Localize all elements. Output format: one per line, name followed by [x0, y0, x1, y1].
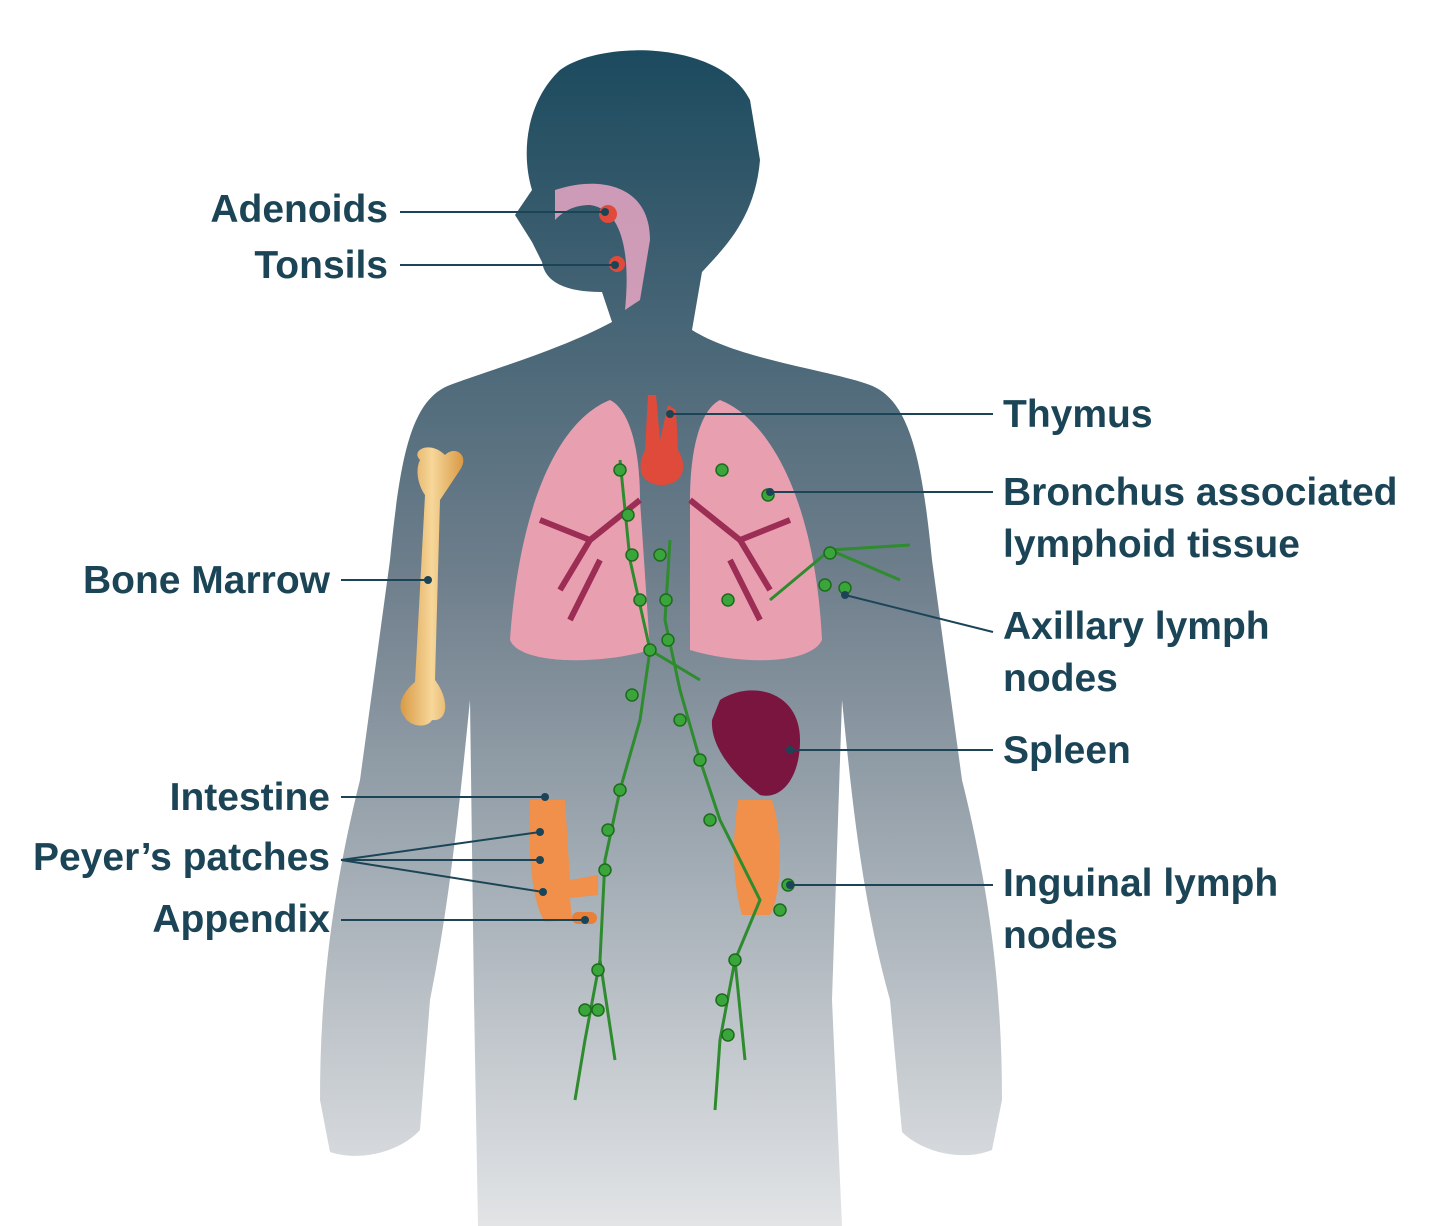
- body-silhouette: [320, 50, 1002, 1226]
- nasal-throat-passage: [555, 183, 650, 310]
- label-tonsils: Tonsils: [254, 244, 388, 287]
- label-appendix: Appendix: [152, 898, 330, 941]
- thymus-organ: [640, 395, 684, 485]
- label-axillary-line2: nodes: [1003, 657, 1118, 700]
- label-thymus: Thymus: [1003, 393, 1153, 436]
- leader-lines: [340, 208, 994, 924]
- label-peyers-patches: Peyer’s patches: [33, 836, 330, 879]
- label-axillary-line1: Axillary lymph: [1003, 605, 1270, 648]
- label-inguinal-line1: Inguinal lymph: [1003, 862, 1278, 905]
- label-intestine: Intestine: [170, 776, 330, 819]
- label-bone-marrow: Bone Marrow: [83, 559, 331, 602]
- bone-marrow-bone: [400, 447, 464, 726]
- label-bronchus-line1: Bronchus associated: [1003, 471, 1397, 514]
- left-lung: [510, 400, 650, 661]
- label-inguinal-line2: nodes: [1003, 914, 1118, 957]
- label-adenoids: Adenoids: [210, 188, 388, 231]
- spleen-organ: [711, 690, 800, 796]
- intestine-right: [733, 800, 780, 915]
- lymph-vessels: [573, 459, 911, 1111]
- label-bronchus-line2: lymphoid tissue: [1003, 523, 1300, 566]
- bronchial-tree: [538, 497, 792, 622]
- label-spleen: Spleen: [1003, 729, 1131, 772]
